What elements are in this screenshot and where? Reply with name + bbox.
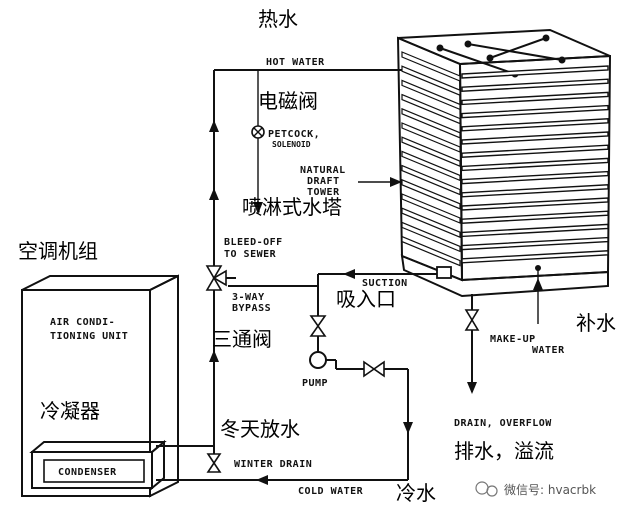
suction-pipe — [228, 266, 452, 352]
label-winter-drain: WINTER DRAIN — [234, 459, 312, 470]
suction-inlet — [436, 266, 452, 279]
side-louver-slat — [401, 51, 461, 82]
louver-slat — [461, 78, 609, 92]
cold-water-pipe — [156, 475, 408, 485]
label-natural: NATURAL — [300, 165, 346, 176]
label-cold-water: COLD WATER — [298, 486, 364, 497]
side-louver-slat — [401, 93, 461, 125]
louver-slat — [461, 118, 609, 132]
make-up-line — [533, 265, 543, 324]
zh-hot-water: 热水 — [258, 7, 298, 31]
zh-suction-inlet: 吸入口 — [336, 287, 396, 311]
louver-slat — [461, 197, 609, 211]
side-louver-slat — [401, 207, 461, 239]
label-air-conditioning-2: TIONING UNIT — [50, 331, 128, 342]
label-bleed-off: BLEED-OFF — [224, 237, 283, 248]
zh-make-up: 补水 — [576, 311, 616, 335]
louver-slat — [461, 157, 609, 172]
label-bypass: BYPASS — [232, 303, 271, 314]
side-louver-slat — [401, 150, 461, 182]
louver-slat — [461, 250, 609, 264]
label-air-conditioning-1: AIR CONDI- — [50, 317, 115, 328]
label-drain-overflow: DRAIN, OVERFLOW — [454, 418, 552, 429]
side-louver-slat — [401, 221, 461, 253]
side-louver-slat — [401, 122, 461, 153]
zh-ac-unit: 空调机组 — [18, 239, 98, 263]
drain-line — [464, 294, 480, 394]
side-louver-slat — [401, 65, 461, 97]
label-condenser: CONDENSER — [58, 467, 117, 478]
side-louver-slat — [401, 193, 461, 224]
label-draft: DRAFT — [307, 176, 340, 187]
watermark: 微信号: hvacrbk — [475, 481, 596, 497]
louver-slat — [461, 236, 609, 251]
zh-spray-tower: 喷淋式水塔 — [242, 195, 342, 219]
hot-water-pipe — [209, 69, 402, 268]
winter-drain-valve-icon — [206, 453, 222, 473]
side-louver-slat — [401, 235, 461, 267]
side-louver-slat — [401, 136, 461, 168]
label-pump: PUMP — [302, 378, 328, 389]
louver-slat — [461, 131, 609, 145]
suction-valve-icon — [309, 315, 327, 337]
zh-cold-water: 冷水 — [396, 481, 436, 505]
air-conditioning-unit — [21, 274, 179, 498]
label-water: WATER — [532, 345, 565, 356]
label-3-way: 3-WAY — [232, 292, 265, 303]
pump-icon — [309, 346, 336, 369]
label-petcock: PETCOCK, — [268, 129, 320, 140]
condenser — [29, 439, 167, 491]
louver-slat — [461, 184, 609, 198]
side-louver-slat — [401, 79, 461, 111]
zh-three-way-valve: 三通阀 — [212, 327, 272, 351]
louver-slat — [461, 65, 609, 79]
zh-winter-drain: 冬天放水 — [220, 417, 300, 441]
louver-slat — [461, 223, 609, 238]
louver-slat — [461, 210, 609, 224]
front-louvers — [461, 65, 609, 264]
petcock-line — [251, 70, 265, 214]
side-louvers — [401, 51, 461, 267]
watermark-text: 微信号: hvacrbk — [504, 483, 596, 497]
wechat-icon — [475, 481, 489, 495]
louver-slat — [461, 170, 609, 185]
label-to-sewer: TO SEWER — [224, 249, 277, 260]
label-hot-water: HOT WATER — [266, 57, 325, 68]
zh-solenoid-valve: 电磁阀 — [258, 89, 318, 113]
zh-condenser: 冷凝器 — [40, 399, 100, 423]
louver-slat — [461, 91, 609, 106]
cooling-tower — [396, 28, 612, 298]
label-solenoid: SOLENOID — [272, 140, 311, 149]
louver-slat — [461, 144, 609, 158]
louver-slat — [461, 104, 609, 119]
side-louver-slat — [401, 107, 461, 139]
side-louver-slat — [401, 164, 461, 196]
label-make-up: MAKE-UP — [490, 334, 536, 345]
side-louver-slat — [401, 178, 461, 210]
discharge-pipe — [335, 360, 413, 480]
label-suction: SUCTION — [362, 278, 408, 289]
label-tower: TOWER — [307, 187, 340, 198]
zh-drain-overflow: 排水，溢流 — [454, 439, 554, 463]
